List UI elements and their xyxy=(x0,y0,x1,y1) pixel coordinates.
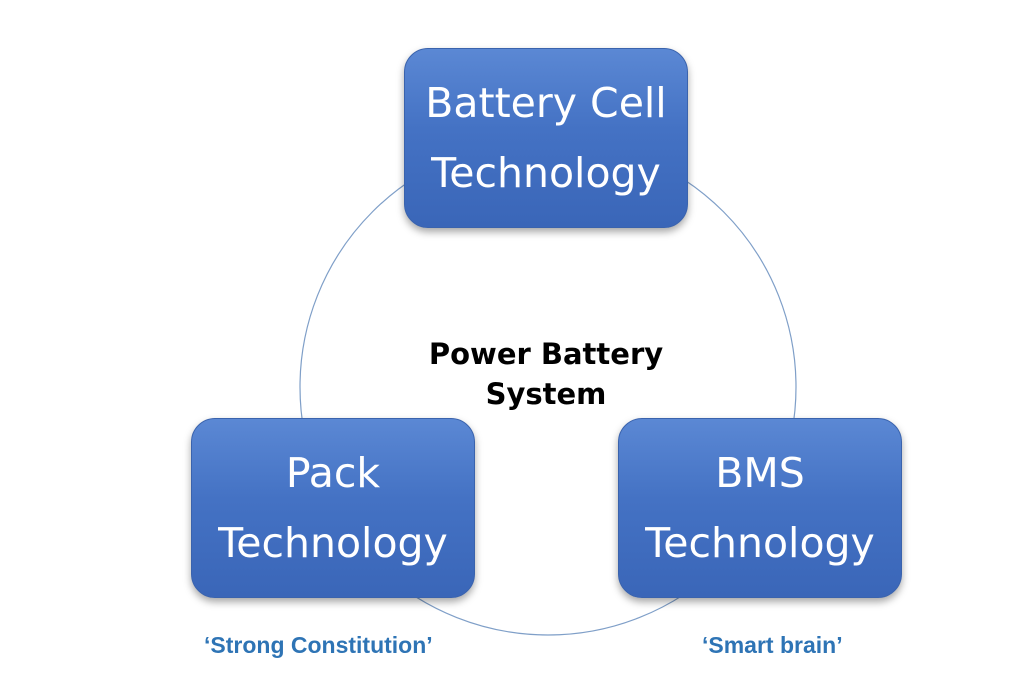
node-bms-line1: BMS xyxy=(715,449,805,497)
node-pack-technology: Pack Technology xyxy=(191,418,475,598)
center-title: Power Battery System xyxy=(372,334,720,414)
caption-pack: ‘Strong Constitution’ xyxy=(204,632,433,658)
node-battery-cell-technology: Battery Cell Technology xyxy=(404,48,688,228)
center-title-line1: Power Battery xyxy=(428,337,664,371)
node-battery-cell-line2: Technology xyxy=(431,149,661,197)
node-pack-line2: Technology xyxy=(218,519,448,567)
center-title-line2: System xyxy=(485,377,607,411)
node-bms-technology: BMS Technology xyxy=(618,418,902,598)
caption-bms: ‘Smart brain’ xyxy=(702,632,843,658)
node-pack-line1: Pack xyxy=(285,449,381,497)
node-bms-line2: Technology xyxy=(645,519,875,567)
node-battery-cell-line1: Battery Cell xyxy=(425,79,667,127)
